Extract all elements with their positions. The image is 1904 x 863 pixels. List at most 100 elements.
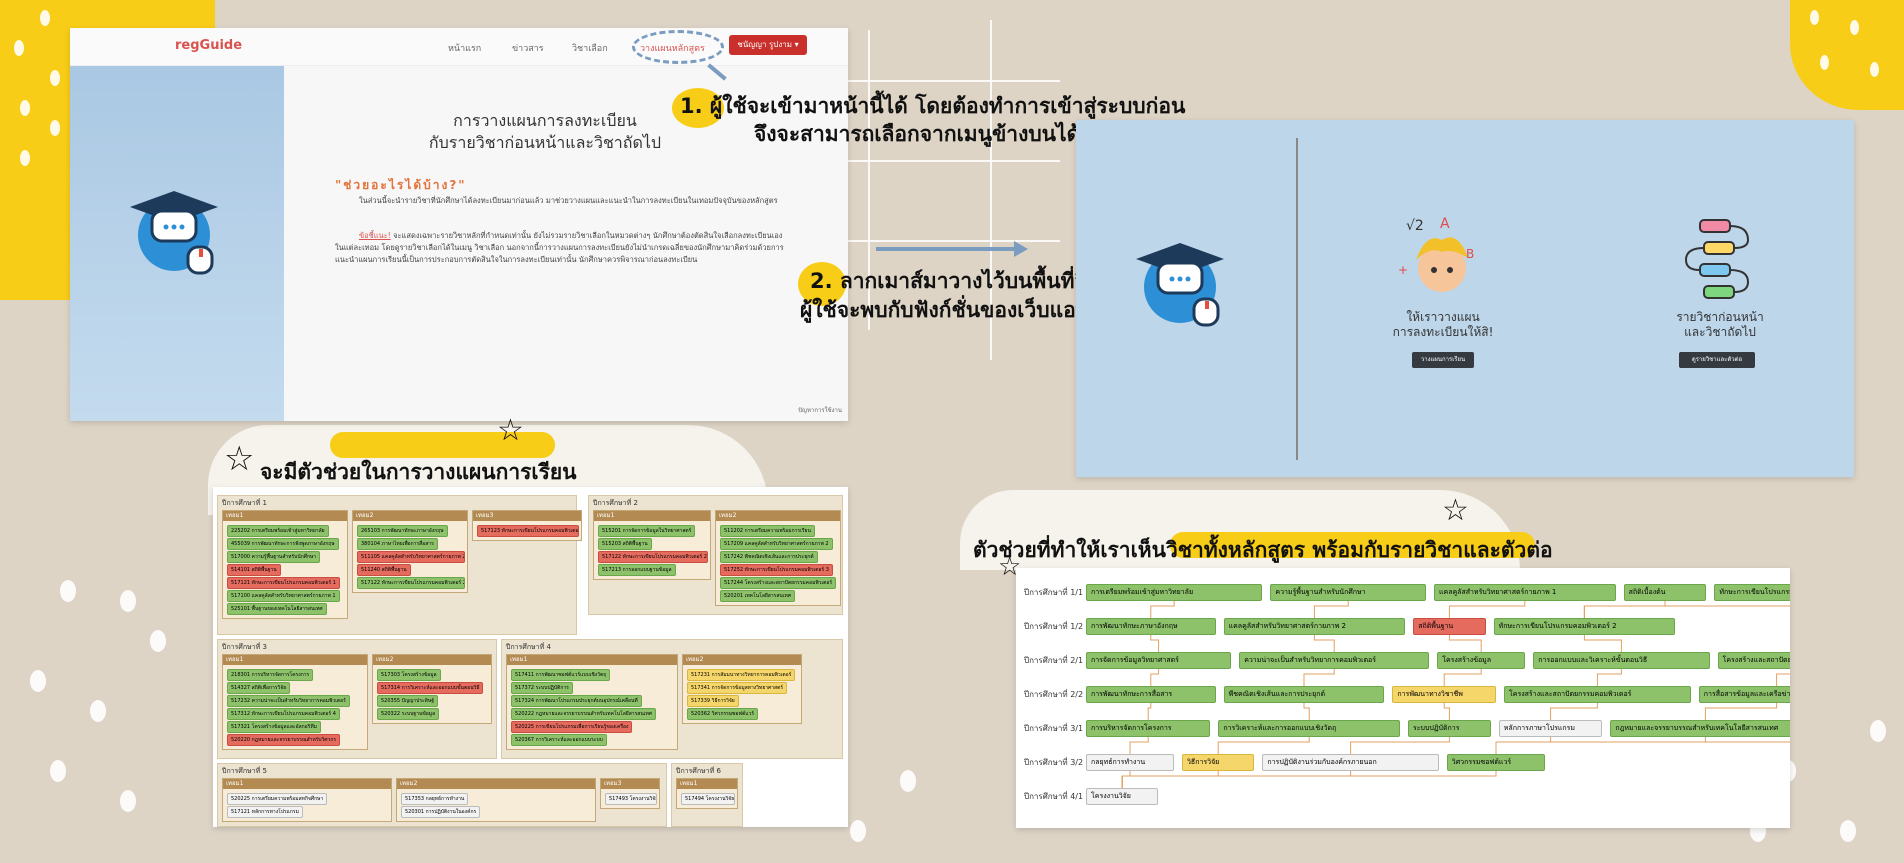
- course-tag[interactable]: 517353 กลยุทธ์การทำงาน: [401, 793, 469, 805]
- planner-year-title: ปีการศึกษาที่ 6: [676, 767, 721, 775]
- course-tag[interactable]: 517252 ทักษะการเขียนโปรแกรมคอมพิวเตอร์ 3: [720, 564, 833, 576]
- flow-connector: [1776, 673, 1790, 686]
- course-tag[interactable]: 514327 สถิติเพื่อการวิจัย: [227, 682, 291, 694]
- course-tag[interactable]: 520301 การปฏิบัติงานในองค์กร: [401, 806, 481, 818]
- course-tag[interactable]: 517100 แคลคูลัสสำหรับวิทยาศาสตร์กายภาพ 1: [227, 590, 340, 602]
- course-tag[interactable]: 265103 การพัฒนาทักษะภาษาอังกฤษ: [357, 525, 448, 537]
- course-tag[interactable]: 517231 การสัมมนาทางวิทยาการคอมพิวเตอร์: [687, 669, 796, 681]
- flow-course-node[interactable]: สถิติเบื้องต้น: [1623, 584, 1707, 601]
- flow-course-node[interactable]: การพัฒนาทางวิชาชีพ: [1392, 686, 1496, 703]
- course-tag[interactable]: 517312 ทักษะการเขียนโปรแกรมคอมพิวเตอร์ 4: [227, 708, 340, 720]
- plan-study-button[interactable]: วางแผนการเรียน: [1412, 352, 1474, 368]
- course-tag[interactable]: 517341 การจัดการข้อมูลทางวิทยาศาสตร์: [687, 682, 788, 694]
- flow-course-node[interactable]: วิศวกรรมซอฟต์แวร์: [1446, 754, 1546, 771]
- flow-connector: [1350, 734, 1450, 754]
- course-tag[interactable]: 517121 หลักการทางโปรแกรม: [227, 806, 303, 818]
- flow-course-node[interactable]: ความรู้พื้นฐานสำหรับนักศึกษา: [1270, 584, 1426, 601]
- course-tag[interactable]: 520225 การเขียนโปรแกรมเพื่อการเรียนรู้ขอ…: [511, 721, 633, 733]
- nav-electives[interactable]: วิชาเลือก: [572, 44, 608, 54]
- course-tag[interactable]: 517123 ทักษะการเขียนโปรแกรมคอมพิวเตอร์ 3: [477, 525, 579, 537]
- flow-course-node[interactable]: หลักการภาษาโปรแกรม: [1498, 720, 1603, 737]
- flow-course-node[interactable]: การพัฒนาทักษะภาษาอังกฤษ: [1086, 618, 1216, 635]
- flow-course-node[interactable]: กลยุทธ์การทำงาน: [1086, 754, 1174, 771]
- course-tag[interactable]: 455039 การพัฒนาทักษะการฟังพูดภาษาอังกฤษ: [227, 538, 339, 550]
- course-tag[interactable]: 517314 การวิเคราะห์และออกแบบขั้นตอนวิธี: [377, 682, 484, 694]
- course-tag[interactable]: 520322 ระบบฐานข้อมูล: [377, 708, 440, 720]
- view-prereq-button[interactable]: ดูรายวิชาและตัวต่อ: [1679, 352, 1755, 368]
- course-tag[interactable]: 225202 การเตรียมพร้อมเข้าสู่มหาวิทยาลัย: [227, 525, 329, 537]
- flow-connectors: [1121, 598, 1790, 788]
- dots-top-left: [0, 0, 200, 300]
- step2-line1: 2. ลากเมาส์มาวางไว้บนพื้นที่สีขาว: [810, 269, 1126, 293]
- course-tag[interactable]: 520225 การเตรียมความพร้อมสหกิจศึกษา: [227, 793, 328, 805]
- flow-title-highlight: [1170, 532, 1535, 558]
- course-tag[interactable]: 517339 วิธีการวิจัย: [687, 695, 739, 707]
- flow-course-node[interactable]: ทักษะการเขียนโปรแกรมคอมพิวเตอร์ 1: [1714, 584, 1790, 601]
- brand-logo[interactable]: regGuide: [175, 38, 243, 53]
- course-tag[interactable]: 517411 การพัฒนาซอฟต์แวร์แบบเชิงวัตถุ: [511, 669, 611, 681]
- course-tag[interactable]: 517494 โครงงานวิจัย 2: [681, 793, 735, 805]
- help-question: "ช่วยอะไรได้บ้าง?": [335, 178, 467, 192]
- flow-course-node[interactable]: การออกแบบและวิเคราะห์ขั้นตอนวิธี: [1533, 652, 1710, 669]
- flow-course-node[interactable]: แคลคูลัสสำหรับวิทยาศาสตร์กายภาพ 1: [1434, 584, 1616, 601]
- course-tag[interactable]: 517209 แคลคูลัสสำหรับวิทยาศาสตร์กายภาพ 2: [720, 538, 833, 550]
- course-tag[interactable]: 517324 การพัฒนาโปรแกรมประยุกต์บนอุปกรณ์เ…: [511, 695, 642, 707]
- course-tag[interactable]: 511240 สถิติพื้นฐาน: [357, 564, 411, 576]
- course-tag[interactable]: 517242 พีชคณิตเชิงเส้นและการประยุกต์: [720, 551, 818, 563]
- course-tag[interactable]: 520355 ปัญญาประดิษฐ์: [377, 695, 439, 707]
- course-tag[interactable]: 515203 สถิติพื้นฐาน: [598, 538, 652, 550]
- course-tag[interactable]: 517213 การออกแบบฐานข้อมูล: [598, 564, 676, 576]
- nav-news[interactable]: ข่าวสาร: [512, 44, 544, 54]
- footer-report-link[interactable]: ปัญหาการใช้งาน: [798, 407, 842, 414]
- flow-course-node[interactable]: แคลคูลัสสำหรับวิทยาศาสตร์กายภาพ 2: [1223, 618, 1406, 635]
- course-tag[interactable]: 515201 การจัดการข้อมูลในวิทยาศาสตร์: [598, 525, 696, 537]
- course-tag[interactable]: 514101 สถิติพื้นฐาน: [227, 564, 281, 576]
- course-tag[interactable]: 517244 โครงสร้างและสถาปัตยกรรมคอมพิวเตอร…: [720, 577, 837, 589]
- course-tag[interactable]: 517493 โครงงานวิจัย: [605, 793, 657, 805]
- course-tag[interactable]: 520362 วิศวกรรมซอฟต์แวร์: [687, 708, 759, 720]
- nav-home[interactable]: หน้าแรก: [448, 44, 482, 54]
- course-tag[interactable]: 517122 ทักษะการเขียนโปรแกรมคอมพิวเตอร์ 2: [598, 551, 708, 563]
- flow-course-node[interactable]: โครงสร้างและสถาปัตยกรรมคอมพิวเตอร์: [1717, 652, 1790, 669]
- course-tag[interactable]: 517232 ความน่าจะเป็นสำหรับวิทยาการคอมพิว…: [227, 695, 350, 707]
- flow-course-node[interactable]: ระบบปฏิบัติการ: [1408, 720, 1491, 737]
- course-tag[interactable]: 517122 ทักษะการเขียนโปรแกรมคอมพิวเตอร์ 2: [357, 577, 465, 589]
- flow-course-node[interactable]: พีชคณิตเชิงเส้นและการประยุกต์: [1223, 686, 1385, 703]
- course-tag[interactable]: 520201 เทคโนโลยีสารสนเทศ: [720, 590, 796, 602]
- course-tag[interactable]: 520220 กฎหมายและจรรยาบรรณสำหรับวิศวกร: [227, 734, 341, 746]
- flow-course-node[interactable]: การปฏิบัติงานร่วมกับองค์กรภายนอก: [1262, 754, 1439, 771]
- flow-course-node[interactable]: การเตรียมพร้อมเข้าสู่มหาวิทยาลัย: [1086, 584, 1263, 601]
- course-tag[interactable]: 517321 โครงสร้างข้อมูลและอัลกอริทึม: [227, 721, 321, 733]
- course-tag[interactable]: 517303 โครงสร้างข้อมูล: [377, 669, 441, 681]
- flow-course-node[interactable]: การพัฒนาทักษะการสื่อสาร: [1086, 686, 1216, 703]
- course-tag[interactable]: 511202 การเตรียมความพร้อมการเรียน: [720, 525, 815, 537]
- helper-title-highlight: [330, 432, 555, 458]
- flow-course-node[interactable]: โครงงานวิจัย: [1086, 788, 1159, 805]
- user-menu-button[interactable]: ชนัญญา รูปงาม ▾: [729, 35, 807, 55]
- course-tag[interactable]: 520367 การวิเคราะห์และออกแบบระบบ: [511, 734, 607, 746]
- note-paragraph: ข้อชี้แนะ! จะแสดงเฉพาะรายวิชาหลักที่กำหน…: [335, 230, 785, 266]
- course-tag[interactable]: 218301 การบริหารจัดการโครงการ: [227, 669, 314, 681]
- course-tag[interactable]: 511105 แคลคูลัสสำหรับวิทยาศาสตร์กายภาพ 2: [357, 551, 465, 563]
- course-tag[interactable]: 517000 ความรู้พื้นฐานสำหรับนักศึกษา: [227, 551, 321, 563]
- flow-course-node[interactable]: โครงสร้างข้อมูล: [1437, 652, 1526, 669]
- grid-deco-6: [700, 240, 1060, 242]
- flow-course-node[interactable]: ความน่าจะเป็นสำหรับวิทยาการคอมพิวเตอร์: [1239, 652, 1430, 669]
- course-tag[interactable]: 517372 ระบบปฏิบัติการ: [511, 682, 573, 694]
- flow-course-node[interactable]: การวิเคราะห์และการออกแบบเชิงวัตถุ: [1218, 720, 1400, 737]
- course-tag[interactable]: 520222 กฎหมายและจรรยาบรรณสำหรับเทคโนโลยี…: [511, 708, 656, 720]
- flow-course-node[interactable]: ทักษะการเขียนโปรแกรมคอมพิวเตอร์ 2: [1493, 618, 1676, 635]
- flow-course-node[interactable]: การบริหารจัดการโครงการ: [1086, 720, 1211, 737]
- course-tag[interactable]: 380104 ภาษาไทยเพื่อการสื่อสาร: [357, 538, 438, 550]
- flow-course-node[interactable]: การสื่อสารข้อมูลและเครือข่าย: [1698, 686, 1790, 703]
- flow-course-node[interactable]: การจัดการข้อมูลวิทยาศาสตร์: [1086, 652, 1232, 669]
- flow-course-node[interactable]: วิธีการวิจัย: [1182, 754, 1255, 771]
- flow-course-node[interactable]: โครงสร้างและสถาปัตยกรรมคอมพิวเตอร์: [1504, 686, 1691, 703]
- course-tag[interactable]: 517121 ทักษะการเขียนโปรแกรมคอมพิวเตอร์ 1: [227, 577, 340, 589]
- flow-course-node[interactable]: สถิติพื้นฐาน: [1413, 618, 1486, 635]
- course-tag[interactable]: 525101 พื้นฐานของเทคโนโลยีสารสนเทศ: [227, 603, 327, 615]
- flow-course-node[interactable]: กฎหมายและจรรยาบรรณสำหรับเทคโนโลยีสารสนเท…: [1610, 720, 1790, 737]
